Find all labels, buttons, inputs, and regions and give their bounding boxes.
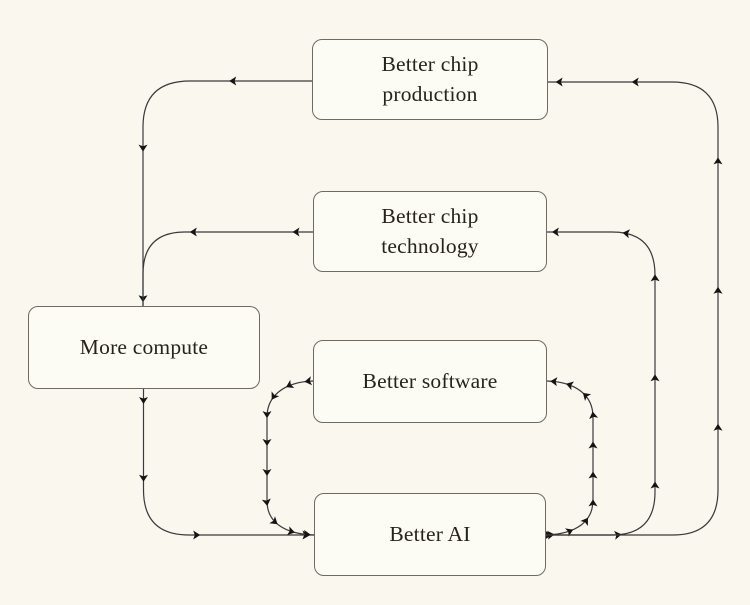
arrowhead-icon: [262, 411, 272, 419]
arrowhead-icon: [292, 227, 300, 237]
node-better-chip-production: Better chip production: [312, 39, 548, 120]
arrowhead-icon: [564, 528, 574, 537]
arrowhead-icon: [588, 441, 598, 449]
arrowhead-icon: [713, 286, 723, 294]
arrowhead-icon: [555, 77, 563, 87]
arrowhead-icon: [229, 76, 237, 86]
arrowheads-more-compute-to-better-ai: [139, 397, 310, 540]
arrowhead-icon: [588, 471, 598, 479]
node-label-more-compute: More compute: [79, 334, 209, 359]
arrowhead-icon: [271, 391, 280, 400]
edge-better-software-to-better-ai: [266, 380, 315, 536]
arrowhead-icon: [286, 526, 295, 536]
node-better-chip-technology: Better chip technology: [313, 191, 547, 272]
arrowhead-icon: [650, 274, 660, 282]
arrowhead-icon: [631, 77, 639, 87]
arrowhead-icon: [550, 377, 558, 387]
arrowheads-better-ai-to-better-software: [547, 377, 599, 540]
arrowhead-icon: [650, 481, 660, 489]
arrowhead-icon: [286, 379, 295, 388]
arrowhead-icon: [262, 469, 272, 476]
node-more-compute: More compute: [28, 306, 260, 389]
node-better-ai: Better AI: [314, 493, 546, 576]
edge-better-ai-to-better-software: [545, 380, 594, 536]
arrowhead-icon: [713, 157, 723, 165]
arrowhead-icon: [304, 376, 313, 386]
arrowhead-icon: [589, 411, 599, 420]
arrowhead-icon: [189, 227, 197, 237]
node-label-better-chip-technology: Better chip technology: [381, 204, 479, 258]
edge-more-compute-to-better-ai: [142, 388, 315, 536]
arrowhead-icon: [269, 516, 278, 525]
arrowheads-better-software-to-better-ai: [261, 376, 313, 539]
arrowhead-icon: [622, 229, 631, 239]
arrowhead-icon: [138, 144, 148, 152]
arrowhead-icon: [582, 392, 592, 401]
arrowheads-better-ai-to-better-chip-technology: [544, 227, 660, 540]
edge-better-ai-to-better-chip-technology: [545, 231, 656, 536]
arrowhead-icon: [261, 498, 271, 506]
arrowhead-icon: [588, 499, 598, 507]
node-label-better-chip-production: Better chip production: [381, 52, 479, 106]
arrowhead-icon: [566, 381, 574, 391]
arrowheads-better-chip-technology-to-more-compute: [189, 227, 300, 237]
arrowhead-icon: [262, 439, 272, 446]
arrowhead-icon: [193, 530, 201, 540]
node-better-software: Better software: [313, 340, 547, 423]
node-label-better-software: Better software: [362, 368, 498, 393]
arrowhead-icon: [551, 227, 559, 237]
arrowheads-better-chip-production-to-more-compute: [138, 76, 237, 303]
edge-better-ai-to-better-chip-production: [545, 81, 719, 536]
node-label-better-ai: Better AI: [389, 521, 471, 546]
arrowhead-icon: [139, 474, 148, 482]
arrowhead-icon: [139, 397, 148, 404]
arrowhead-icon: [713, 423, 723, 431]
arrowhead-icon: [650, 374, 660, 382]
arrowhead-icon: [580, 517, 588, 527]
arrowheads-better-ai-to-better-chip-production: [555, 77, 723, 431]
arrowhead-icon: [303, 529, 311, 539]
edge-better-chip-production-to-more-compute: [142, 80, 313, 307]
edge-better-chip-technology-to-more-compute: [142, 231, 314, 307]
